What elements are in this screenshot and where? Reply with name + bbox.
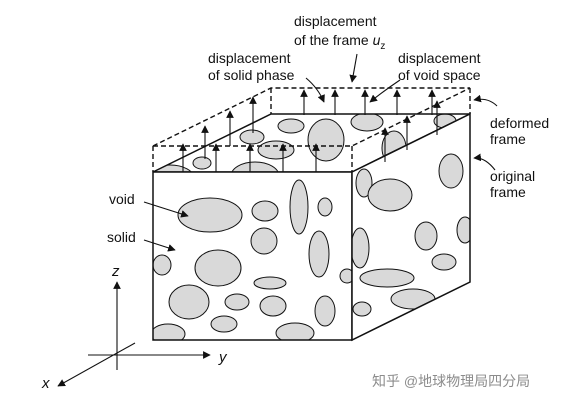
void-ellipse [307, 118, 345, 162]
void-ellipse [257, 140, 295, 160]
label-solid: solid [107, 229, 136, 245]
void-ellipse [230, 161, 280, 172]
axis-label-y: y [218, 349, 228, 366]
void-ellipse [192, 156, 212, 170]
watermark-text: 知乎 @地球物理局四分局 [372, 373, 530, 389]
right-face [351, 112, 471, 342]
label-void-displacement: displacement of void space [398, 50, 484, 83]
leader-arrows [143, 53, 498, 252]
void-ellipse [277, 118, 305, 134]
label-original-frame: original frame [490, 168, 539, 200]
label-void: void [109, 191, 135, 207]
void-ellipse [350, 114, 384, 132]
axis-label-x: x [41, 375, 50, 392]
coordinate-axes [57, 281, 211, 387]
axis-label-z: z [111, 263, 120, 280]
label-deformed-frame: deformed frame [490, 115, 553, 147]
void-ellipse [239, 129, 265, 145]
displacement-arrows [179, 89, 441, 172]
label-solid-displacement: displacement of solid phase [208, 50, 295, 83]
label-frame-displacement: displacement of the frame uz [294, 13, 385, 52]
front-face [152, 171, 353, 341]
